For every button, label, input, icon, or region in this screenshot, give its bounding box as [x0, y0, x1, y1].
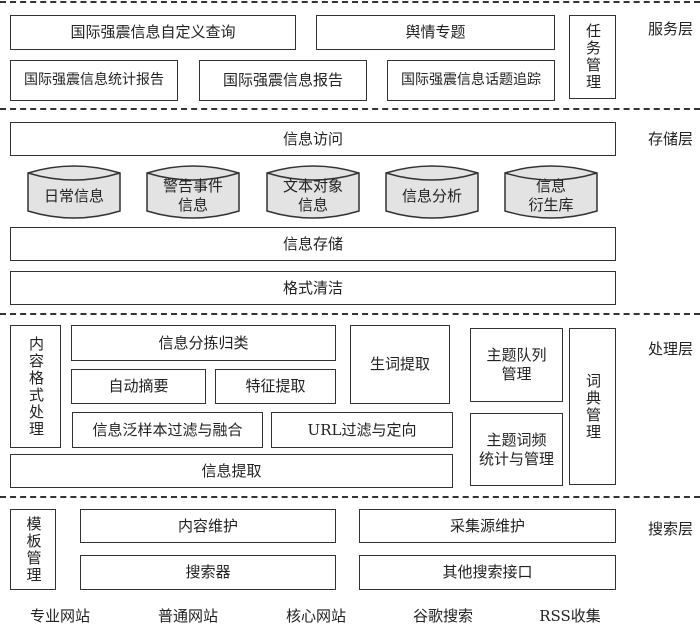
layer-divider	[0, 1, 700, 3]
format-cleaning-box: 格式清洁	[10, 271, 616, 305]
topic-queue-box: 主题队列 管理	[470, 328, 563, 402]
stat-report-box: 国际强震信息统计报告	[10, 60, 178, 101]
database-label: 警告事件 信息	[162, 177, 223, 214]
filter-merge-box: 信息泛样本过滤与融合	[72, 412, 263, 448]
summary-box: 自动摘要	[71, 369, 206, 404]
source-maint-box: 采集源维护	[359, 509, 616, 543]
source-label: 专业网站	[29, 607, 91, 625]
task-mgmt-box: 任务管理	[569, 15, 616, 99]
classify-box: 信息分拣归类	[71, 325, 336, 361]
cylinder-shape	[146, 165, 240, 219]
opinion-topic-box: 舆情专题	[316, 15, 555, 50]
layer-divider	[0, 108, 700, 110]
other-api-box: 其他搜索接口	[359, 555, 616, 590]
info-storage-box: 信息存储	[10, 227, 616, 261]
info-report-box: 国际强震信息报告	[199, 60, 367, 101]
template-mgmt-box: 模板管理	[10, 509, 56, 590]
info-access-box: 信息访问	[10, 122, 616, 156]
feature-box: 特征提取	[215, 369, 336, 404]
cylinder-shape	[504, 165, 598, 219]
topic-tracking-box: 国际强震信息话题追踪	[387, 60, 555, 101]
layer-label-storage: 存储层	[648, 130, 694, 148]
searcher-box: 搜索器	[80, 555, 336, 590]
source-label: RSS收集	[539, 607, 601, 625]
dict-mgmt-box: 词典管理	[569, 328, 616, 485]
source-label: 谷歌搜索	[412, 607, 474, 625]
format-processing-box: 内容格式处理	[10, 325, 61, 448]
url-filter-box: URL过滤与定向	[271, 412, 453, 448]
database-label: 日常信息	[43, 186, 104, 205]
content-maint-box: 内容维护	[80, 509, 336, 543]
database-cylinder: 警告事件 信息	[146, 163, 240, 221]
source-label: 核心网站	[285, 607, 347, 625]
database-cylinder: 信息分析	[385, 163, 479, 221]
database-cylinder: 日常信息	[27, 163, 121, 221]
cylinder-shape	[266, 165, 360, 219]
cylinder-shape	[27, 165, 121, 219]
cylinder-shape	[385, 165, 479, 219]
layer-divider	[0, 313, 700, 315]
new-words-box: 生词提取	[350, 325, 450, 404]
source-label: 普通网站	[157, 607, 219, 625]
database-label: 文本对象 信息	[282, 177, 343, 214]
layer-label-search: 搜索层	[648, 520, 694, 538]
database-label: 信息 衍生库	[528, 177, 574, 214]
topic-freq-box: 主题词频 统计与管理	[470, 413, 563, 486]
layer-label-service: 服务层	[648, 20, 694, 38]
database-cylinder: 文本对象 信息	[266, 163, 360, 221]
database-label: 信息分析	[401, 186, 462, 205]
info-extract-box: 信息提取	[10, 454, 453, 488]
database-cylinder: 信息 衍生库	[504, 163, 598, 221]
custom-query-box: 国际强震信息自定义查询	[10, 15, 296, 50]
layer-divider	[0, 496, 700, 498]
layer-label-processing: 处理层	[648, 340, 694, 358]
